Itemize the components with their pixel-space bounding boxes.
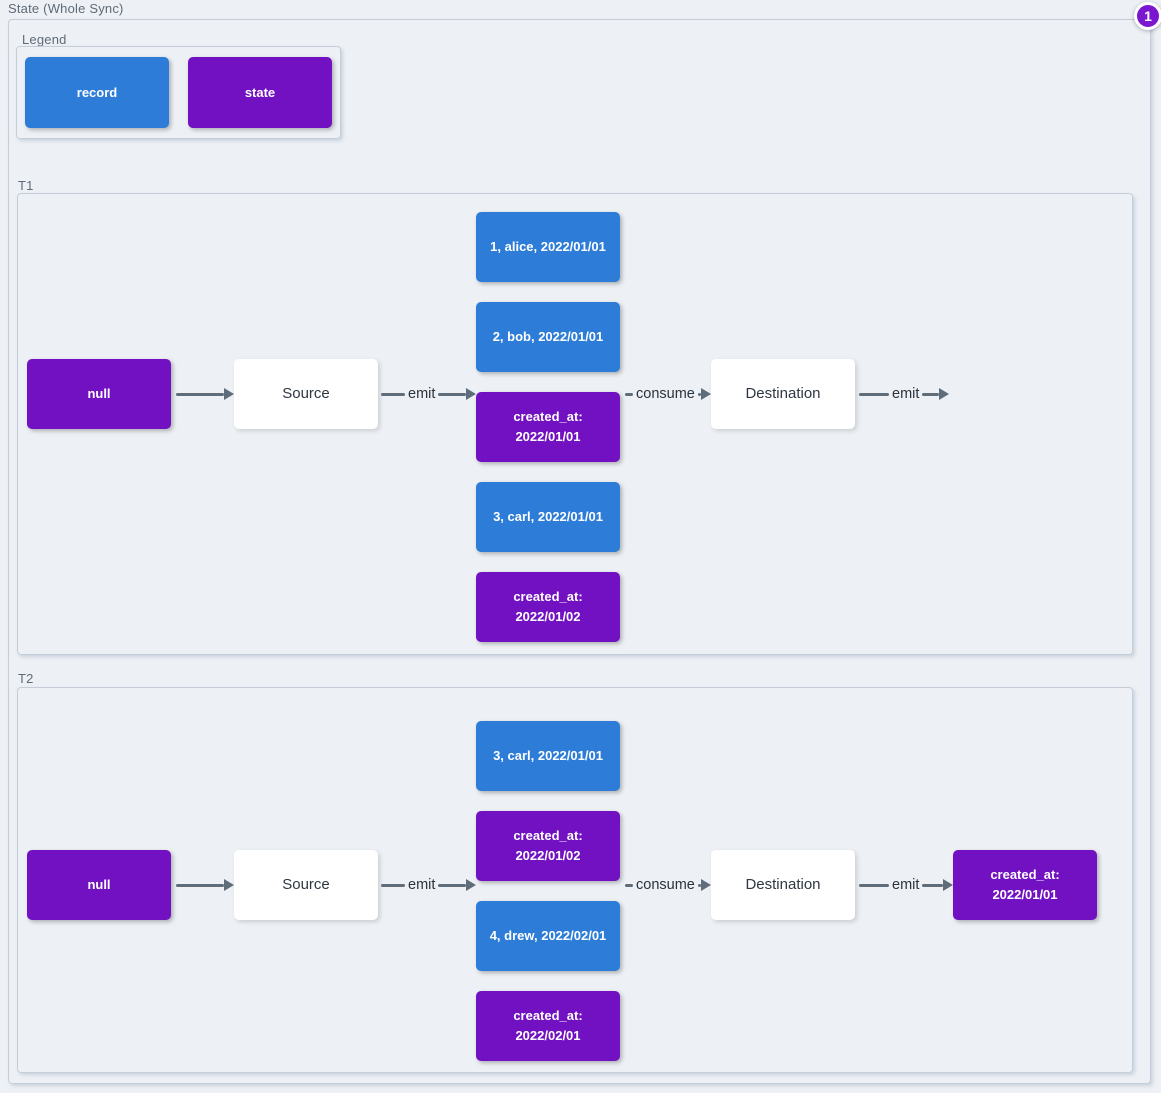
arrow-line — [922, 883, 943, 887]
notification-badge[interactable]: 1 — [1134, 2, 1161, 30]
consume-edge-label: consume — [636, 877, 695, 893]
arrow-line — [625, 392, 633, 396]
arrowhead-icon — [466, 879, 476, 891]
arrow-line — [176, 883, 224, 887]
emit-edge-label: emit — [408, 386, 436, 402]
legend-state-node: state — [188, 57, 332, 128]
t1-record-node: 2, bob, 2022/01/01 — [476, 302, 620, 372]
arrow-line — [625, 883, 633, 887]
legend-label: Legend — [22, 32, 67, 47]
t2-source-node: Source — [234, 850, 378, 920]
arrow-line — [859, 392, 889, 396]
arrowhead-icon — [939, 388, 949, 400]
legend-record-node: record — [25, 57, 169, 128]
arrowhead-icon — [224, 388, 234, 400]
emit-edge-label: emit — [408, 877, 436, 893]
t1-group: null Source emit 1, alice, 2022/01/01 2,… — [17, 193, 1133, 655]
arrow-line — [381, 883, 405, 887]
t1-consume-edge: consume — [625, 383, 711, 405]
arrow-line — [697, 392, 701, 396]
emit-edge-label: emit — [892, 386, 920, 402]
t2-state-node: created_at: 2022/02/01 — [476, 991, 620, 1061]
t2-source-emit-edge: emit — [381, 874, 476, 896]
arrowhead-icon — [224, 879, 234, 891]
t1-null-state-node: null — [27, 359, 171, 429]
arrow-line — [438, 392, 466, 396]
t2-destination-emit-edge: emit — [859, 874, 953, 896]
arrow-line — [922, 392, 939, 396]
t1-record-node: 3, carl, 2022/01/01 — [476, 482, 620, 552]
page-title: State (Whole Sync) — [8, 1, 124, 16]
arrow-line — [381, 392, 405, 396]
t2-group-label: T2 — [18, 671, 34, 686]
arrowhead-icon — [466, 388, 476, 400]
arrow-line — [176, 392, 224, 396]
arrowhead-icon — [701, 879, 711, 891]
t2-null-to-source-arrow — [176, 874, 234, 896]
t1-group-label: T1 — [18, 178, 34, 193]
t1-state-node: created_at: 2022/01/02 — [476, 572, 620, 642]
t1-destination-emit-edge: emit — [859, 383, 949, 405]
arrowhead-icon — [701, 388, 711, 400]
t2-destination-node: Destination — [711, 850, 855, 920]
state-whole-sync-group — [8, 19, 1151, 1084]
legend-group — [16, 46, 341, 139]
t1-record-node: 1, alice, 2022/01/01 — [476, 212, 620, 282]
t2-consume-edge: consume — [625, 874, 711, 896]
t2-group: null Source emit 3, carl, 2022/01/01 cre… — [17, 687, 1133, 1073]
consume-edge-label: consume — [636, 386, 695, 402]
t1-source-emit-edge: emit — [381, 383, 476, 405]
t2-output-state-node: created_at: 2022/01/01 — [953, 850, 1097, 920]
t1-source-node: Source — [234, 359, 378, 429]
t2-state-node: created_at: 2022/01/02 — [476, 811, 620, 881]
t1-destination-node: Destination — [711, 359, 855, 429]
t2-null-state-node: null — [27, 850, 171, 920]
t2-record-node: 4, drew, 2022/02/01 — [476, 901, 620, 971]
emit-edge-label: emit — [892, 877, 920, 893]
t1-null-to-source-arrow — [176, 383, 234, 405]
arrow-line — [859, 883, 889, 887]
arrow-line — [438, 883, 466, 887]
arrowhead-icon — [943, 879, 953, 891]
t1-state-node: created_at: 2022/01/01 — [476, 392, 620, 462]
arrow-line — [697, 883, 701, 887]
t2-record-node: 3, carl, 2022/01/01 — [476, 721, 620, 791]
